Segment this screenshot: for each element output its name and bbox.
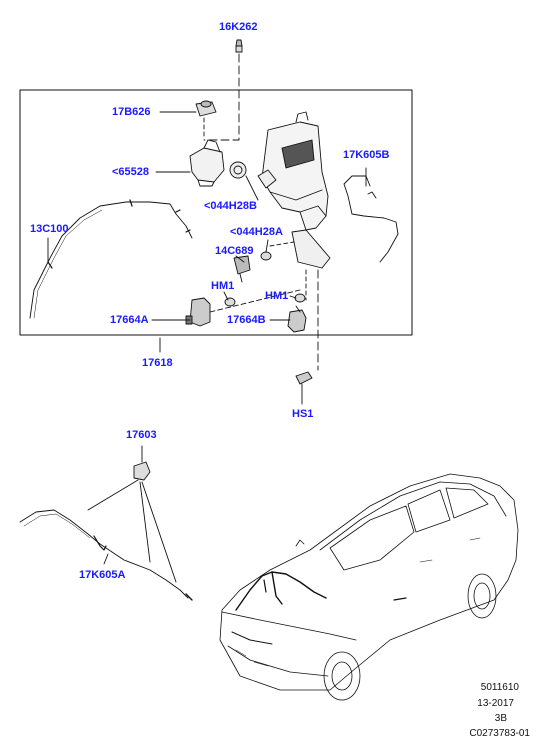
leader-17603-c — [141, 481, 177, 583]
callout-17664b[interactable]: 17664B — [227, 314, 266, 326]
leader-17603-a — [87, 479, 139, 511]
callout-17b626[interactable]: 17B626 — [112, 106, 151, 118]
bolt-dash-line — [203, 53, 240, 141]
callout-65528[interactable]: <65528 — [112, 166, 150, 178]
callout-17603[interactable]: 17603 — [126, 429, 157, 441]
seal-044h28a-part[interactable] — [260, 251, 272, 261]
callout-17k605a[interactable]: 17K605A — [79, 569, 126, 581]
callout-hs1[interactable]: HS1 — [292, 408, 314, 420]
clip-hs1-part[interactable] — [295, 371, 313, 385]
footer-ref-4: C0273783-01 — [469, 728, 530, 739]
callout-16k262[interactable]: 16K262 — [219, 21, 258, 33]
grommet-hm1-right-part[interactable] — [294, 293, 306, 303]
footer-ref-3: 3B — [494, 713, 507, 724]
callout-hm1-left[interactable]: HM1 — [211, 280, 235, 292]
hose-13c100-part[interactable] — [29, 201, 193, 319]
pump-17664a-part[interactable] — [185, 297, 211, 327]
callout-hm1-right[interactable]: HM1 — [265, 290, 289, 302]
callout-044h28a[interactable]: <044H28A — [230, 226, 283, 238]
pump-17664b-part[interactable] — [287, 305, 307, 333]
harness-17603-part[interactable] — [19, 461, 193, 601]
callout-044h28b[interactable]: <044H28B — [204, 200, 257, 212]
leader-17603-b — [139, 481, 151, 563]
callout-17k605b[interactable]: 17K605B — [343, 149, 390, 161]
reservoir-tank-part[interactable] — [257, 111, 331, 269]
grommet-hm1-left-part[interactable] — [224, 297, 236, 307]
connector-14c689-part[interactable] — [233, 255, 251, 283]
bolt-16k262-part[interactable] — [235, 39, 243, 53]
assembly-frame — [19, 89, 413, 336]
seal-044h28b-part[interactable] — [229, 161, 247, 179]
callout-17618[interactable]: 17618 — [142, 357, 173, 369]
callout-14c689[interactable]: 14C689 — [215, 245, 254, 257]
leader-14c689 — [235, 255, 245, 263]
leader-hm1-left — [223, 291, 229, 301]
filler-neck-65528-part[interactable] — [189, 139, 225, 187]
vehicle-illustration — [219, 473, 519, 701]
dash-17664a — [209, 289, 301, 313]
footer-ref-2: 13-2017 — [477, 698, 514, 709]
footer-ref-1: 5011610 — [480, 682, 519, 693]
leader-044h28a — [265, 239, 269, 253]
leader-hm1-right — [289, 295, 297, 299]
callout-17664a[interactable]: 17664A — [110, 314, 149, 326]
cap-17b626-part[interactable] — [195, 100, 217, 117]
leader-17k605a — [103, 553, 109, 565]
harness-17k605b-part[interactable] — [343, 175, 399, 263]
leader-044h28b — [245, 175, 259, 201]
callout-13c100[interactable]: 13C100 — [30, 223, 69, 235]
